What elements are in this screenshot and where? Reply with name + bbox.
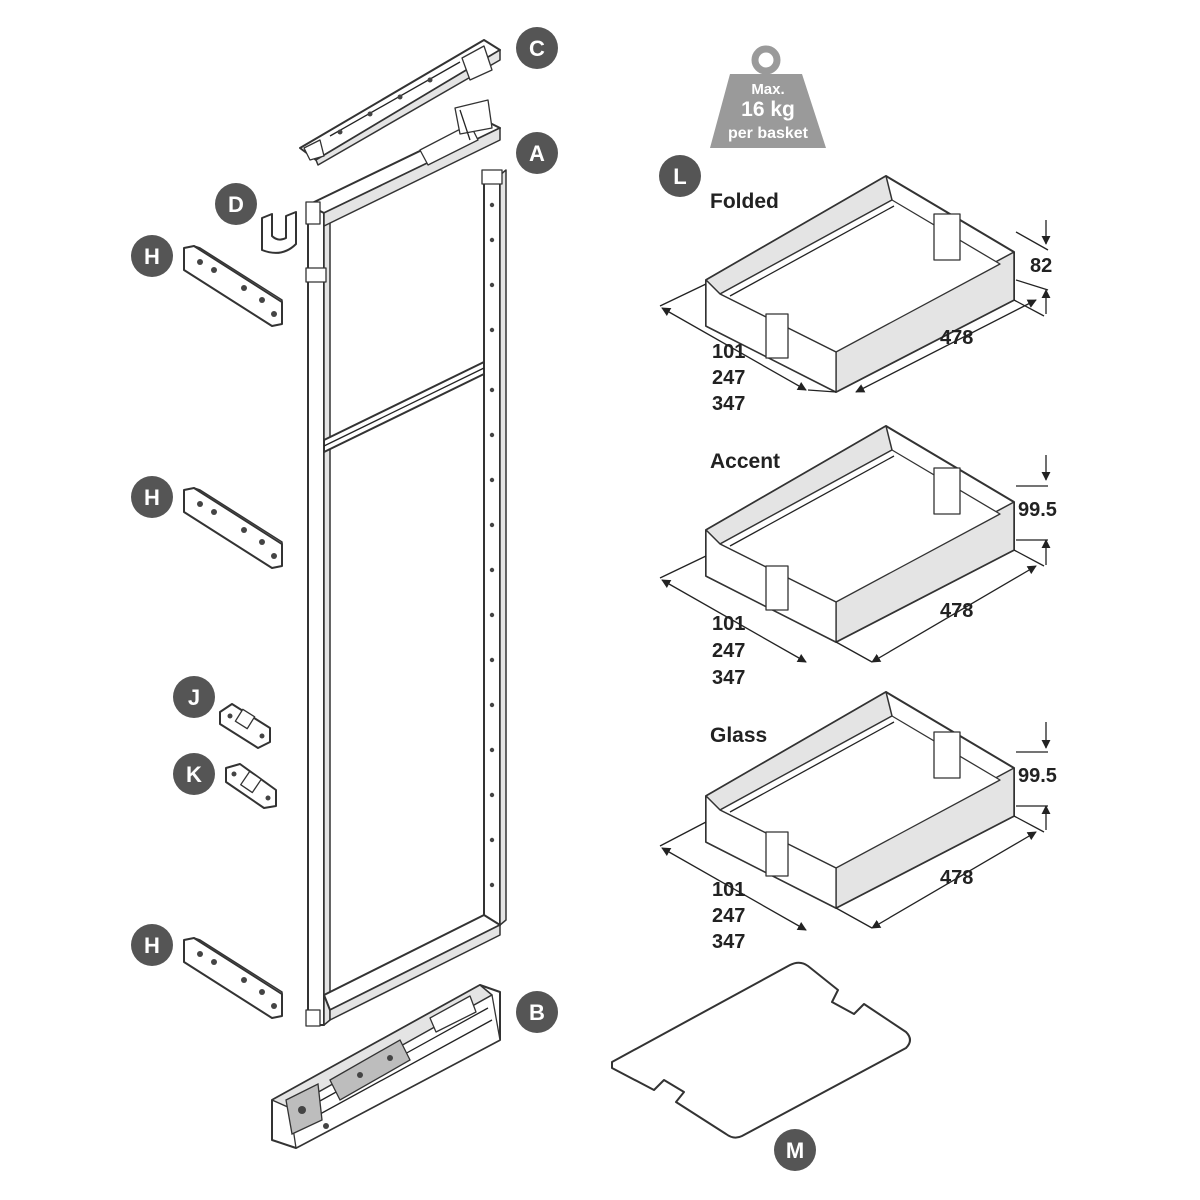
basket-glass-width-3: 347 [712,931,745,953]
bottom-runner-part-b [271,984,501,1149]
badge-h-middle-label: H [144,485,160,510]
weight-line-2: 16 kg [741,98,795,121]
small-bracket-part-k [225,763,277,809]
badge-l: L [659,155,701,197]
basket-accent-width-2: 247 [712,640,745,662]
badge-b: B [516,991,558,1033]
basket-accent-height: 99.5 [1018,499,1057,521]
badge-h-middle: H [131,476,173,518]
basket-glass-dimensions [659,722,1051,931]
badge-j: J [173,676,215,718]
badge-h-bottom-label: H [144,933,160,958]
basket-accent-width-1: 101 [712,613,745,635]
mounting-bracket-h-bottom [183,937,283,1019]
basket-accent-title: Accent [710,450,780,473]
basket-accent-width-3: 347 [712,667,745,689]
mounting-bracket-h-top [183,245,283,327]
badge-a-label: A [529,141,545,166]
basket-folded-dimensions [659,220,1051,393]
weight-line-3: per basket [728,125,809,142]
basket-folded-width-1: 101 [712,341,745,363]
badge-j-label: J [188,685,200,710]
badge-k-label: K [186,762,202,787]
badge-h-bottom: H [131,924,173,966]
top-guide-rail-part-c [299,39,501,166]
basket-folded-width-2: 247 [712,367,745,389]
clip-part-d [261,211,297,254]
basket-accent-length: 478 [940,600,973,622]
basket-accent-dimensions [659,455,1051,663]
small-bracket-part-j [219,703,271,749]
basket-glass-length: 478 [940,867,973,889]
basket-folded-height: 82 [1030,255,1052,277]
basket-glass-height: 99.5 [1018,765,1057,787]
badge-m: M [774,1129,816,1171]
mounting-bracket-h-middle [183,487,283,569]
badge-c-label: C [529,36,545,61]
weight-line-1: Max. [751,81,784,98]
badge-a: A [516,132,558,174]
badge-h-top-label: H [144,244,160,269]
badge-c: C [516,27,558,69]
badge-b-label: B [529,1000,545,1025]
badge-d-label: D [228,192,244,217]
bottom-plate-part-m [611,961,911,1139]
tall-frame-part-a [305,99,507,1027]
badge-l-label: L [673,164,686,189]
basket-glass-width-1: 101 [712,879,745,901]
badge-k: K [173,753,215,795]
basket-glass-title: Glass [710,724,767,747]
basket-folded-length: 478 [940,327,973,349]
max-load-weight-icon: Max. 16 kg per basket [710,45,826,148]
basket-folded-width-3: 347 [712,393,745,415]
basket-glass-width-2: 247 [712,905,745,927]
badge-d: D [215,183,257,225]
badge-h-top: H [131,235,173,277]
badge-m-label: M [786,1138,804,1163]
basket-folded-title: Folded [710,190,779,213]
